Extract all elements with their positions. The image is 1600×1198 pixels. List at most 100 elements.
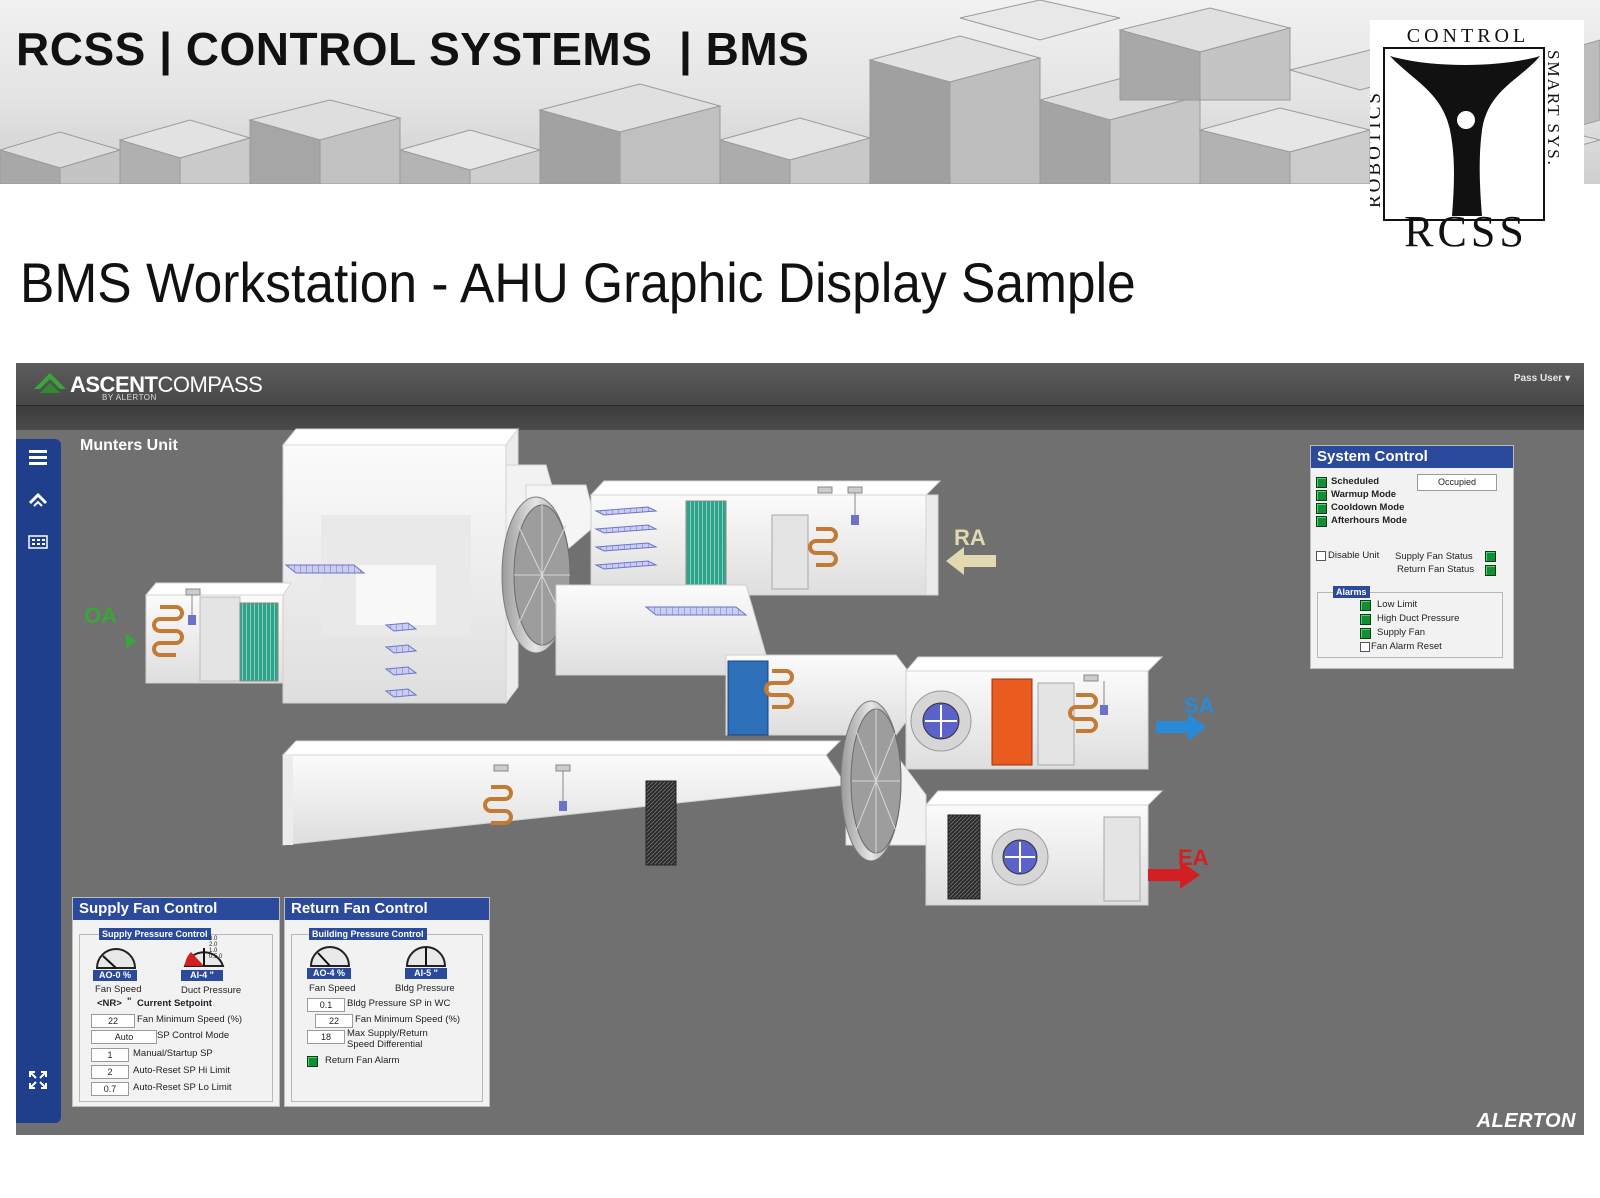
manual-startup-sp-input[interactable]: 1 bbox=[91, 1048, 129, 1062]
side-nav bbox=[16, 439, 61, 1123]
afterhours-led bbox=[1316, 516, 1327, 527]
alarms-title: Alarms bbox=[1333, 586, 1370, 598]
header-banner: RCSS | CONTROL SYSTEMS | BMS bbox=[0, 0, 1600, 184]
return-fan-status-led bbox=[1485, 565, 1496, 576]
fullscreen-button[interactable] bbox=[24, 1067, 52, 1093]
unit-title: Munters Unit bbox=[80, 437, 178, 454]
exhaust-air-duct bbox=[281, 740, 1164, 906]
ascent-logo-icon bbox=[34, 373, 66, 393]
auto-reset-lo-input[interactable]: 0.7 bbox=[91, 1082, 129, 1096]
fan-speed-value: AO-0 % bbox=[93, 970, 137, 981]
mode-afterhours: Afterhours Mode bbox=[1331, 515, 1407, 526]
expand-icon bbox=[29, 1071, 47, 1089]
supply-fan-control-panel: Supply Fan Control Supply Pressure Contr… bbox=[72, 897, 280, 1107]
auto-reset-lo-label: Auto-Reset SP Lo Limit bbox=[133, 1082, 232, 1093]
sa-label: SA bbox=[1184, 693, 1215, 718]
duct-pressure-gauge bbox=[183, 948, 225, 967]
svg-text:SMART SYS.: SMART SYS. bbox=[1544, 50, 1563, 167]
app-topbar: ASCENTCOMPASS BY ALERTON Pass User ▾ bbox=[16, 363, 1584, 405]
current-setpoint-label: Current Setpoint bbox=[137, 998, 212, 1009]
fan-speed-gauge bbox=[95, 948, 137, 969]
alarm-high-duct-pressure: High Duct Pressure bbox=[1377, 613, 1460, 624]
supply-fan-control-title: Supply Fan Control bbox=[73, 898, 279, 920]
user-menu[interactable]: Pass User ▾ bbox=[1513, 373, 1570, 384]
oa-label: OA bbox=[84, 603, 117, 628]
oa-arrow bbox=[126, 633, 136, 649]
cooldown-led bbox=[1316, 503, 1327, 514]
duct-pressure-value: AI-4 " bbox=[181, 970, 223, 981]
return-fan-control-title: Return Fan Control bbox=[285, 898, 489, 920]
max-speed-diff-input[interactable]: 18 bbox=[307, 1030, 345, 1044]
mode-scheduled: Scheduled bbox=[1331, 476, 1380, 487]
bldg-pressure-sp-label: Bldg Pressure SP in WC bbox=[347, 998, 451, 1009]
app-subbar bbox=[16, 405, 1584, 430]
supply-fan-alarm-led bbox=[1360, 628, 1371, 639]
heat-wheel-lower bbox=[840, 700, 902, 862]
return-fan-alarm-label: Return Fan Alarm bbox=[325, 1055, 400, 1066]
mode-cooldown: Cooldown Mode bbox=[1331, 502, 1405, 513]
supply-pressure-title: Supply Pressure Control bbox=[99, 928, 211, 940]
disable-unit-label: Disable Unit bbox=[1328, 550, 1380, 561]
banner-title: RCSS | CONTROL SYSTEMS | BMS bbox=[16, 23, 810, 75]
return-air-duct bbox=[525, 480, 942, 596]
upper-housing bbox=[281, 427, 567, 705]
ea-arrow bbox=[1148, 861, 1200, 889]
svg-text:ROBOTICS: ROBOTICS bbox=[1370, 90, 1385, 208]
fan-speed-label: Fan Speed bbox=[95, 984, 142, 995]
alarm-low-limit: Low Limit bbox=[1377, 599, 1418, 610]
system-control-panel: System Control Scheduled Warmup Mode Coo… bbox=[1310, 445, 1514, 669]
mode-warmup: Warmup Mode bbox=[1331, 489, 1397, 500]
rcss-logo: CONTROL ROBOTICS SMART SYS. RCSS bbox=[1364, 20, 1584, 256]
app-brand-sub: BY ALERTON bbox=[102, 393, 157, 402]
slide-title: BMS Workstation - AHU Graphic Display Sa… bbox=[20, 251, 1136, 314]
return-fan-min-speed-label: Fan Minimum Speed (%) bbox=[355, 1014, 461, 1025]
disable-unit-checkbox[interactable] bbox=[1316, 551, 1326, 561]
fan-min-speed-input[interactable]: 22 bbox=[91, 1014, 135, 1028]
return-fan-alarm-led bbox=[307, 1056, 318, 1067]
bldg-pressure-value: AI-5 " bbox=[405, 968, 447, 979]
current-setpoint-value: <NR> bbox=[97, 998, 122, 1009]
return-fan-min-speed-input[interactable]: 22 bbox=[315, 1014, 353, 1028]
middle-crossover bbox=[284, 564, 767, 698]
alarms-group bbox=[1317, 592, 1503, 658]
fan-min-speed-label: Fan Minimum Speed (%) bbox=[137, 1014, 243, 1025]
home-button[interactable] bbox=[24, 487, 52, 513]
scheduled-led bbox=[1316, 477, 1327, 488]
menu-button[interactable] bbox=[24, 444, 52, 470]
auto-reset-hi-input[interactable]: 2 bbox=[91, 1065, 129, 1079]
bldg-pressure-label: Bldg Pressure bbox=[395, 983, 455, 994]
low-limit-led bbox=[1360, 600, 1371, 611]
ahu-diagram bbox=[126, 427, 1206, 906]
duct-pressure-label: Duct Pressure bbox=[181, 985, 242, 996]
grid-icon bbox=[28, 535, 48, 549]
app-window: ASCENTCOMPASS BY ALERTON Pass User ▾ Mun… bbox=[16, 363, 1584, 1135]
heat-wheel-upper bbox=[501, 496, 571, 654]
supply-fan-status-led bbox=[1485, 551, 1496, 562]
svg-text:CONTROL: CONTROL bbox=[1407, 25, 1529, 47]
fan-alarm-reset-label: Fan Alarm Reset bbox=[1371, 641, 1442, 652]
auto-reset-hi-label: Auto-Reset SP Hi Limit bbox=[133, 1065, 230, 1076]
bldg-pressure-sp-input[interactable]: 0.1 bbox=[307, 998, 345, 1012]
manual-startup-sp-label: Manual/Startup SP bbox=[133, 1048, 213, 1059]
return-fan-speed-gauge bbox=[309, 946, 351, 967]
occupancy-status[interactable]: Occupied bbox=[1417, 474, 1497, 491]
system-control-title: System Control bbox=[1311, 446, 1513, 468]
fan-alarm-reset-checkbox[interactable] bbox=[1360, 642, 1370, 652]
alarm-supply-fan: Supply Fan bbox=[1377, 627, 1426, 638]
svg-text:RCSS: RCSS bbox=[1404, 207, 1528, 252]
high-duct-pressure-led bbox=[1360, 614, 1371, 625]
ra-arrow bbox=[946, 547, 996, 575]
home-icon bbox=[28, 492, 48, 507]
bldg-pressure-gauge bbox=[405, 946, 447, 967]
supply-fan-status-label: Supply Fan Status bbox=[1395, 551, 1473, 562]
building-pressure-title: Building Pressure Control bbox=[309, 928, 427, 940]
return-fan-status-label: Return Fan Status bbox=[1397, 564, 1475, 575]
sp-control-mode-select[interactable]: Auto bbox=[91, 1030, 157, 1044]
menu-icon bbox=[29, 450, 47, 465]
return-fan-speed-label: Fan Speed bbox=[309, 983, 356, 994]
grid-button[interactable] bbox=[24, 529, 52, 555]
return-fan-speed-value: AO-4 % bbox=[307, 968, 351, 979]
alerton-footer-logo: ALERTON bbox=[1476, 1110, 1576, 1132]
